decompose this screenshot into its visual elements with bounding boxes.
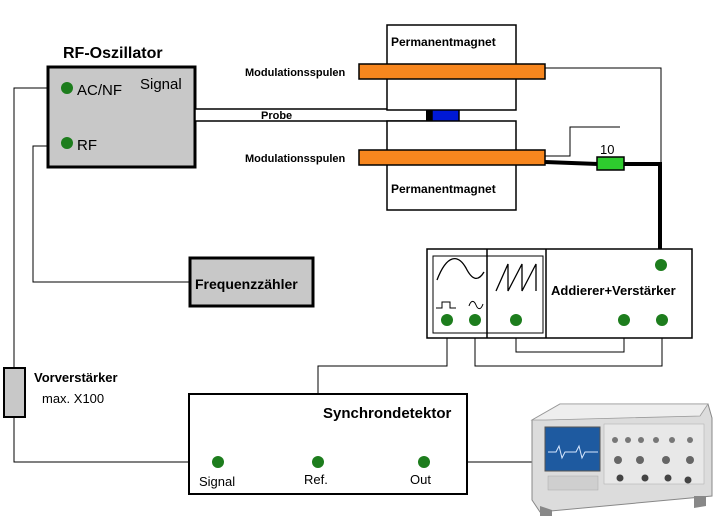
wire-resistor-adder	[624, 162, 662, 262]
sync-signal-label: Signal	[199, 474, 235, 489]
sync-detector-title: Synchrondetektor	[323, 405, 452, 422]
resistor	[596, 156, 625, 171]
sine-wave-icon	[436, 258, 485, 281]
modulation-coil-bottom-label: Modulationsspulen	[245, 153, 346, 165]
rf-label: RF	[77, 137, 97, 154]
sync-out-label: Out	[410, 472, 431, 487]
sync-ref-label: Ref.	[304, 472, 328, 487]
probe-tip	[426, 108, 432, 122]
wire-botcoil-return	[545, 126, 620, 157]
frequency-counter-label: Frequenzzähler	[195, 276, 298, 292]
oscilloscope-screen	[544, 426, 601, 472]
wire-preamp-signal	[13, 417, 218, 463]
oscilloscope-knob-10	[686, 456, 694, 464]
modulation-coil-top	[358, 63, 546, 80]
oscilloscope-knob-7	[614, 456, 622, 464]
acnf-label: AC/NF	[77, 82, 122, 99]
oscilloscope-knob-6	[687, 437, 693, 443]
sine-out-connector[interactable]	[469, 314, 481, 326]
adder-in-connector-1[interactable]	[618, 314, 630, 326]
permanent-magnet-bottom-label: Permanentmagnet	[391, 182, 496, 196]
oscilloscope-knob-1	[612, 437, 618, 443]
oscilloscope-input-3	[664, 474, 672, 482]
sawtooth-wave-icon	[495, 263, 537, 292]
oscilloscope-top	[530, 403, 709, 421]
probe-label: Probe	[261, 110, 292, 122]
oscilloscope-knob-4	[653, 437, 659, 443]
wire-sine-adder	[474, 320, 663, 367]
modulation-coil-bottom	[358, 149, 546, 166]
oscilloscope-knob-2	[625, 437, 631, 443]
preamp-label: Vorverstärker	[34, 370, 118, 385]
resistor-label: 10	[600, 142, 614, 157]
sync-detector-box	[188, 393, 468, 495]
oscilloscope-lower-panel	[547, 475, 599, 491]
oscilloscope-knob-8	[636, 456, 644, 464]
wire-acnf-preamp	[13, 87, 48, 368]
acnf-connector[interactable]	[61, 82, 73, 94]
oscilloscope-panel	[603, 423, 705, 485]
wire-botcoil-resistor	[544, 160, 599, 166]
modulation-coil-top-label: Modulationsspulen	[245, 67, 346, 79]
oscillator-signal-label: Signal	[140, 76, 182, 93]
small-sine-icon	[468, 300, 484, 310]
sync-ref-connector[interactable]	[312, 456, 324, 468]
adder-in-connector-2[interactable]	[656, 314, 668, 326]
oscilloscope-picture	[530, 403, 713, 516]
oscilloscope-knob-5	[669, 437, 675, 443]
sync-signal-connector[interactable]	[212, 456, 224, 468]
oscillator-title: RF-Oszillator	[63, 45, 163, 62]
probe-rod	[194, 108, 429, 122]
sawtooth-out-connector[interactable]	[510, 314, 522, 326]
square-out-connector[interactable]	[441, 314, 453, 326]
adder-label: Addierer+Verstärker	[551, 283, 676, 298]
preamp-gain: max. X100	[42, 391, 104, 406]
generator-inner-box	[432, 255, 544, 334]
wire-rf-counter	[32, 145, 190, 283]
oscilloscope-input-2	[641, 474, 649, 482]
oscilloscope-input-1	[616, 474, 624, 482]
permanent-magnet-top-label: Permanentmagnet	[391, 35, 496, 49]
oscilloscope-input-4	[684, 476, 692, 484]
preamp-box	[3, 367, 26, 418]
rf-connector[interactable]	[61, 137, 73, 149]
oscilloscope-trace	[548, 444, 598, 460]
square-wave-icon	[436, 301, 456, 309]
thick-wire	[544, 160, 662, 262]
sync-out-connector[interactable]	[418, 456, 430, 468]
oscilloscope-knob-3	[638, 437, 644, 443]
frequency-counter-box	[188, 256, 315, 308]
oscilloscope-knob-9	[662, 456, 670, 464]
adder-out-connector[interactable]	[655, 259, 667, 271]
